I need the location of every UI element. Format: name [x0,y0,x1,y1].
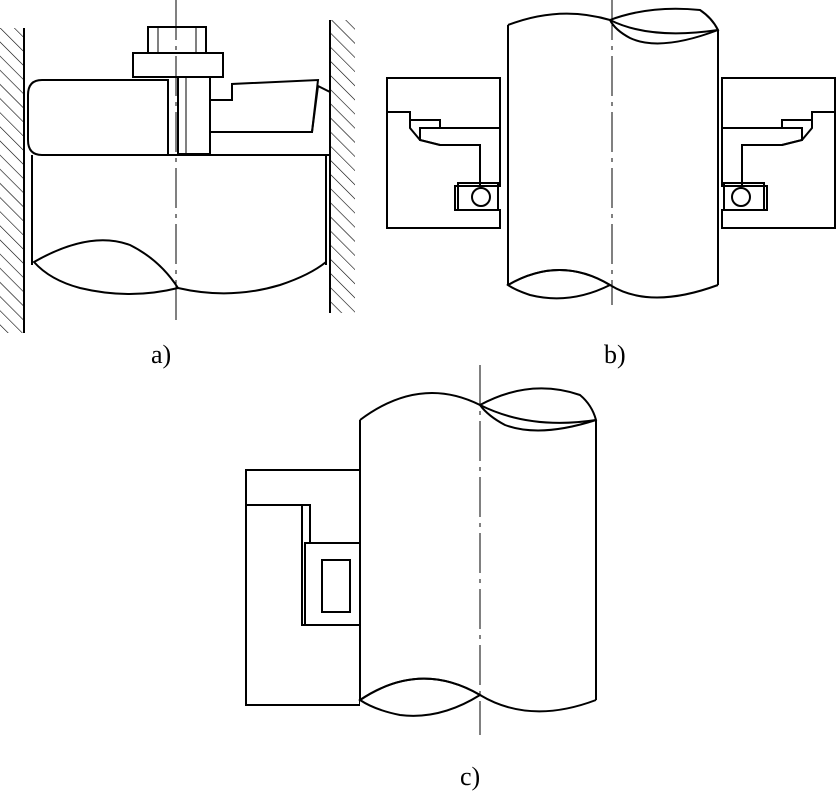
left-seal-ring [419,127,501,187]
right-cover-plate [721,77,836,129]
caption-a: a) [151,340,172,369]
right-housing-wall [330,20,355,313]
diagram-a [0,0,355,333]
bolt-head [147,26,207,54]
diagram-c [245,365,598,735]
nut [132,52,224,78]
piston-head [27,79,169,156]
seal-ring [209,84,331,156]
right-seal-ring [721,127,803,187]
bolt-shank [177,76,211,155]
shaft-top-break [608,7,720,45]
left-cover-plate [386,77,501,129]
caption-b: b) [604,340,626,369]
shaft-top-break-c [478,387,598,432]
caption-c: c) [460,762,481,791]
diagram-b [386,0,836,305]
shaft-bottom-break-c [358,677,482,717]
right-o-ring [731,187,751,207]
packing-insert [321,559,351,613]
left-housing-wall [0,28,24,333]
shaft-bottom-break [506,269,613,300]
gland-plate [209,78,320,133]
left-o-ring [471,187,491,207]
piston-break-section [32,239,180,295]
housing-body [245,504,361,706]
